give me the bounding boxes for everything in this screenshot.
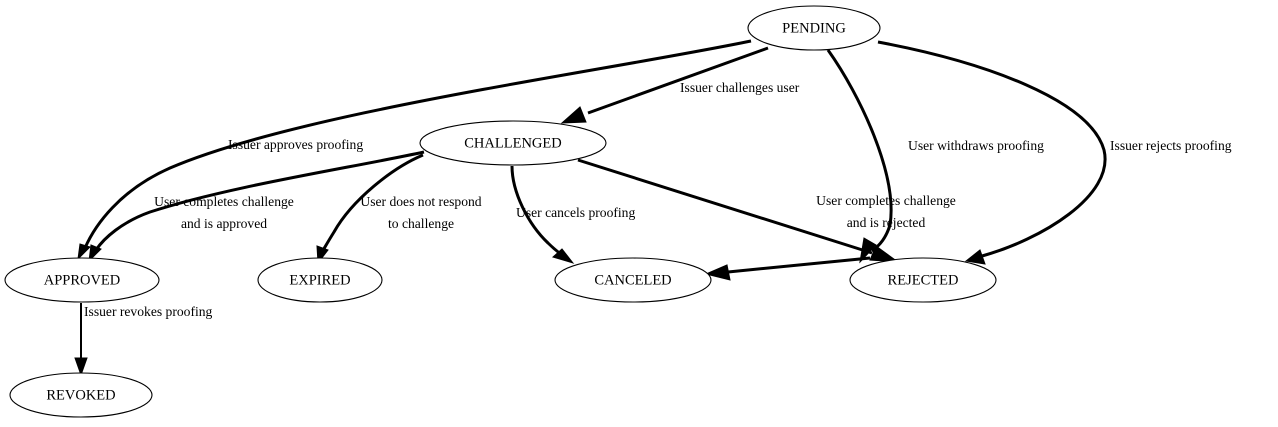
edge-into-canceled-from-right-arrowhead (704, 264, 731, 281)
node-rejected-ellipse (849, 257, 997, 303)
edge-challenged-expired-path (320, 153, 424, 253)
edge-label-challenged-rejected-line2: and is rejected (847, 215, 926, 230)
edge-label-challenged-approved-line1: User completes challenge (154, 194, 294, 209)
node-pending-ellipse (747, 5, 881, 51)
node-expired-label: EXPIRED (289, 272, 350, 288)
edge-label-challenged-canceled: User cancels proofing (516, 205, 635, 220)
edge-challenged-approved-path (94, 150, 425, 251)
node-approved-ellipse (4, 257, 160, 303)
node-expired[interactable]: EXPIRED (257, 257, 383, 303)
edge-label-pending-approved: Issuer approves proofing (228, 137, 363, 152)
edge-label-pending-rejected: Issuer rejects proofing (1110, 138, 1232, 153)
edge-label-pending-challenged: Issuer challenges user (680, 80, 800, 95)
node-pending-label: PENDING (782, 20, 846, 36)
edge-pending-challenged-arrowhead (560, 106, 587, 124)
edge-challenged-expired[interactable]: User does not respond to challenge (316, 153, 482, 265)
edge-challenged-rejected[interactable]: User completes challenge and is rejected (577, 158, 956, 263)
edge-approved-revoked-arrowhead (74, 357, 88, 377)
edge-into-canceled-from-right (704, 256, 871, 281)
edge-label-challenged-rejected-line1: User completes challenge (816, 193, 956, 208)
node-challenged-ellipse (419, 120, 607, 166)
node-revoked-label: REVOKED (46, 387, 115, 403)
edge-pending-rejected-arrowhead (964, 249, 986, 265)
edge-label-challenged-expired-line2: to challenge (388, 216, 454, 231)
edge-label-approved-revoked: Issuer revokes proofing (84, 304, 213, 319)
edge-into-canceled-from-right-path (727, 256, 871, 274)
node-canceled-label: CANCELED (594, 272, 671, 288)
edge-label-pending-canceled: User withdraws proofing (908, 138, 1044, 153)
node-challenged[interactable]: CHALLENGED (419, 120, 607, 166)
node-rejected-label: REJECTED (888, 272, 959, 288)
edge-label-challenged-approved-line2: and is approved (181, 216, 267, 231)
node-revoked-ellipse (9, 372, 153, 418)
edge-challenged-rejected-path (577, 158, 873, 255)
edge-pending-challenged-path (587, 46, 769, 115)
node-pending[interactable]: PENDING (747, 5, 881, 51)
node-revoked[interactable]: REVOKED (9, 372, 153, 418)
edge-challenged-approved[interactable]: User completes challenge and is approved (88, 150, 425, 263)
edge-challenged-canceled-arrowhead (551, 248, 575, 264)
node-expired-ellipse (257, 257, 383, 303)
edge-approved-revoked[interactable]: Issuer revokes proofing (74, 303, 213, 377)
edge-pending-approved[interactable]: Issuer approves proofing (77, 39, 752, 261)
edge-label-challenged-expired-line1: User does not respond (360, 194, 481, 209)
edge-pending-challenged[interactable]: Issuer challenges user (560, 46, 800, 124)
edge-pending-approved-arrowhead (77, 243, 91, 261)
edge-pending-canceled[interactable]: User withdraws proofing (826, 49, 1044, 264)
edge-pending-canceled-path (826, 49, 893, 253)
edge-pending-approved-path (83, 39, 752, 249)
edge-challenged-canceled[interactable]: User cancels proofing (510, 165, 635, 264)
edge-challenged-approved-arrowhead (88, 244, 102, 263)
node-approved-label: APPROVED (44, 272, 121, 288)
node-approved[interactable]: APPROVED (4, 257, 160, 303)
node-canceled-ellipse (554, 257, 712, 303)
edge-challenged-canceled-path (510, 165, 563, 257)
node-challenged-label: CHALLENGED (464, 135, 561, 151)
edge-pending-rejected[interactable]: Issuer rejects proofing (877, 40, 1232, 265)
node-canceled[interactable]: CANCELED (554, 257, 712, 303)
edge-pending-rejected-path (877, 40, 1107, 258)
node-rejected[interactable]: REJECTED (849, 257, 997, 303)
